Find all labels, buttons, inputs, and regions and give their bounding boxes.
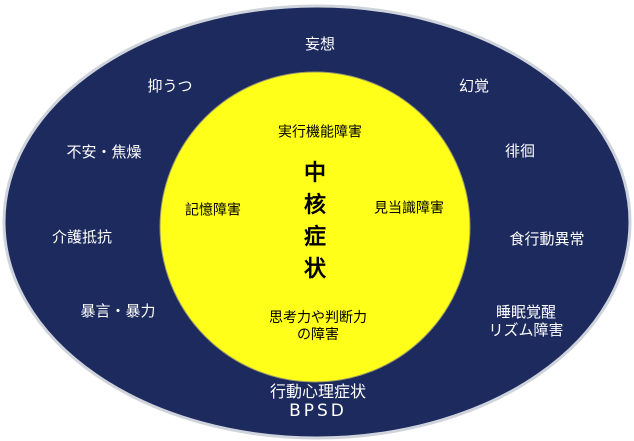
inner-item-memory: 記憶障害	[185, 202, 241, 219]
outer-item-hallucination: 幻覚	[458, 77, 490, 95]
inner-item-orientation: 見当識障害	[374, 200, 444, 217]
bpsd-label-line1: 行動心理症状	[269, 382, 367, 402]
inner-item-judgment-line1: 思考力や判断力	[269, 310, 367, 327]
core-char: 状	[303, 256, 327, 282]
core-label: 中 核 症 状	[304, 158, 326, 286]
bpsd-label-line2: BPSD	[289, 401, 347, 422]
core-char: 中	[303, 161, 327, 187]
outer-item-sleep: 睡眠覚醒 リズム障害	[488, 303, 563, 339]
inner-circle	[159, 71, 471, 383]
outer-item-resistance: 介護抵抗	[51, 228, 113, 246]
outer-item-eating: 食行動異常	[509, 230, 585, 248]
bpsd-label: 行動心理症状 BPSD	[270, 382, 366, 422]
outer-item-violence: 暴言・暴力	[80, 302, 156, 320]
outer-item-sleep-line1: 睡眠覚醒	[495, 303, 557, 321]
outer-item-depression: 抑うつ	[147, 77, 193, 95]
outer-item-delusion: 妄想	[304, 35, 336, 53]
outer-item-anxiety: 不安・焦燥	[66, 143, 142, 161]
outer-item-sleep-line2: リズム障害	[488, 321, 564, 339]
core-char: 症	[303, 225, 327, 250]
inner-item-executive: 実行機能障害	[278, 124, 362, 141]
outer-item-wandering: 徘徊	[504, 142, 536, 160]
inner-item-judgment: 思考力や判断力 の障害	[269, 310, 367, 344]
inner-item-judgment-line2: の障害	[297, 327, 339, 343]
core-char: 核	[303, 193, 327, 219]
